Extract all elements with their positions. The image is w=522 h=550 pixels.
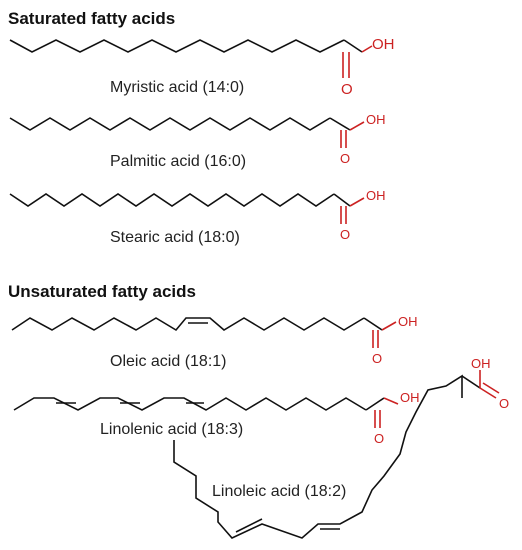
- linoleic-cis-double-bond-1: [235, 518, 263, 533]
- oleic-hydroxyl-label: OH: [398, 314, 418, 329]
- myristic-carboxyl-carbon-bond: [343, 39, 363, 53]
- palmitic-acid-structure: OH O Palmitic acid (16:0): [9, 112, 386, 170]
- palmitic-oxygen-label: O: [340, 151, 350, 166]
- myristic-hydroxyl-label: OH: [372, 36, 395, 53]
- oleic-oxygen-label: O: [372, 351, 382, 366]
- stearic-acid-structure: OH O Stearic acid (18:0): [9, 188, 386, 246]
- linoleic-carbon-chain: [173, 374, 463, 539]
- stearic-oxygen-label: O: [340, 227, 350, 242]
- myristic-oh-bond: [361, 45, 373, 53]
- myristic-acid-label: Myristic acid (14:0): [110, 79, 244, 96]
- linoleic-carbonyl-bond-a: [479, 387, 497, 399]
- linolenic-carbon-chain: [13, 397, 367, 411]
- myristic-carbon-chain: [9, 39, 345, 53]
- linolenic-acid-label: Linolenic acid (18:3): [100, 421, 243, 438]
- stearic-acid-label: Stearic acid (18:0): [110, 229, 240, 246]
- linoleic-hydroxyl-label: OH: [471, 356, 491, 371]
- stearic-carboxyl-carbon-bond: [333, 193, 351, 207]
- oleic-carboxyl-carbon-bond: [363, 317, 383, 331]
- linoleic-carboxyl-carbon-bond: [461, 375, 481, 389]
- linolenic-oh-bond: [383, 397, 399, 405]
- oleic-acid-label: Oleic acid (18:1): [110, 353, 227, 370]
- palmitic-carboxyl-carbon-bond: [329, 117, 351, 131]
- stearic-oh-bond: [349, 197, 365, 207]
- palmitic-hydroxyl-label: OH: [366, 112, 386, 127]
- myristic-acid-structure: OH O Myristic acid (14:0): [9, 36, 395, 98]
- palmitic-carbon-chain: [9, 117, 331, 131]
- linoleic-acid-structure: OH O Linoleic acid (18:2): [173, 356, 509, 539]
- saturated-heading: Saturated fatty acids: [8, 9, 175, 28]
- linolenic-carboxyl-carbon-bond: [365, 397, 385, 411]
- oleic-oh-bond: [381, 321, 397, 331]
- palmitic-oh-bond: [349, 121, 365, 131]
- linolenic-acid-structure: OH O Linolenic acid (18:3): [13, 390, 420, 446]
- stearic-carbon-chain: [9, 193, 335, 207]
- linoleic-oxygen-label: O: [499, 396, 509, 411]
- myristic-oxygen-label: O: [341, 81, 353, 98]
- stearic-hydroxyl-label: OH: [366, 188, 386, 203]
- oleic-acid-structure: OH O Oleic acid (18:1): [11, 314, 418, 370]
- palmitic-acid-label: Palmitic acid (16:0): [110, 153, 246, 170]
- oleic-carbon-chain: [11, 317, 365, 332]
- linoleic-carbonyl-bond-b: [482, 382, 500, 394]
- linoleic-acid-label: Linoleic acid (18:2): [212, 483, 346, 500]
- linolenic-hydroxyl-label: OH: [400, 390, 420, 405]
- linolenic-oxygen-label: O: [374, 431, 384, 446]
- unsaturated-heading: Unsaturated fatty acids: [8, 282, 196, 301]
